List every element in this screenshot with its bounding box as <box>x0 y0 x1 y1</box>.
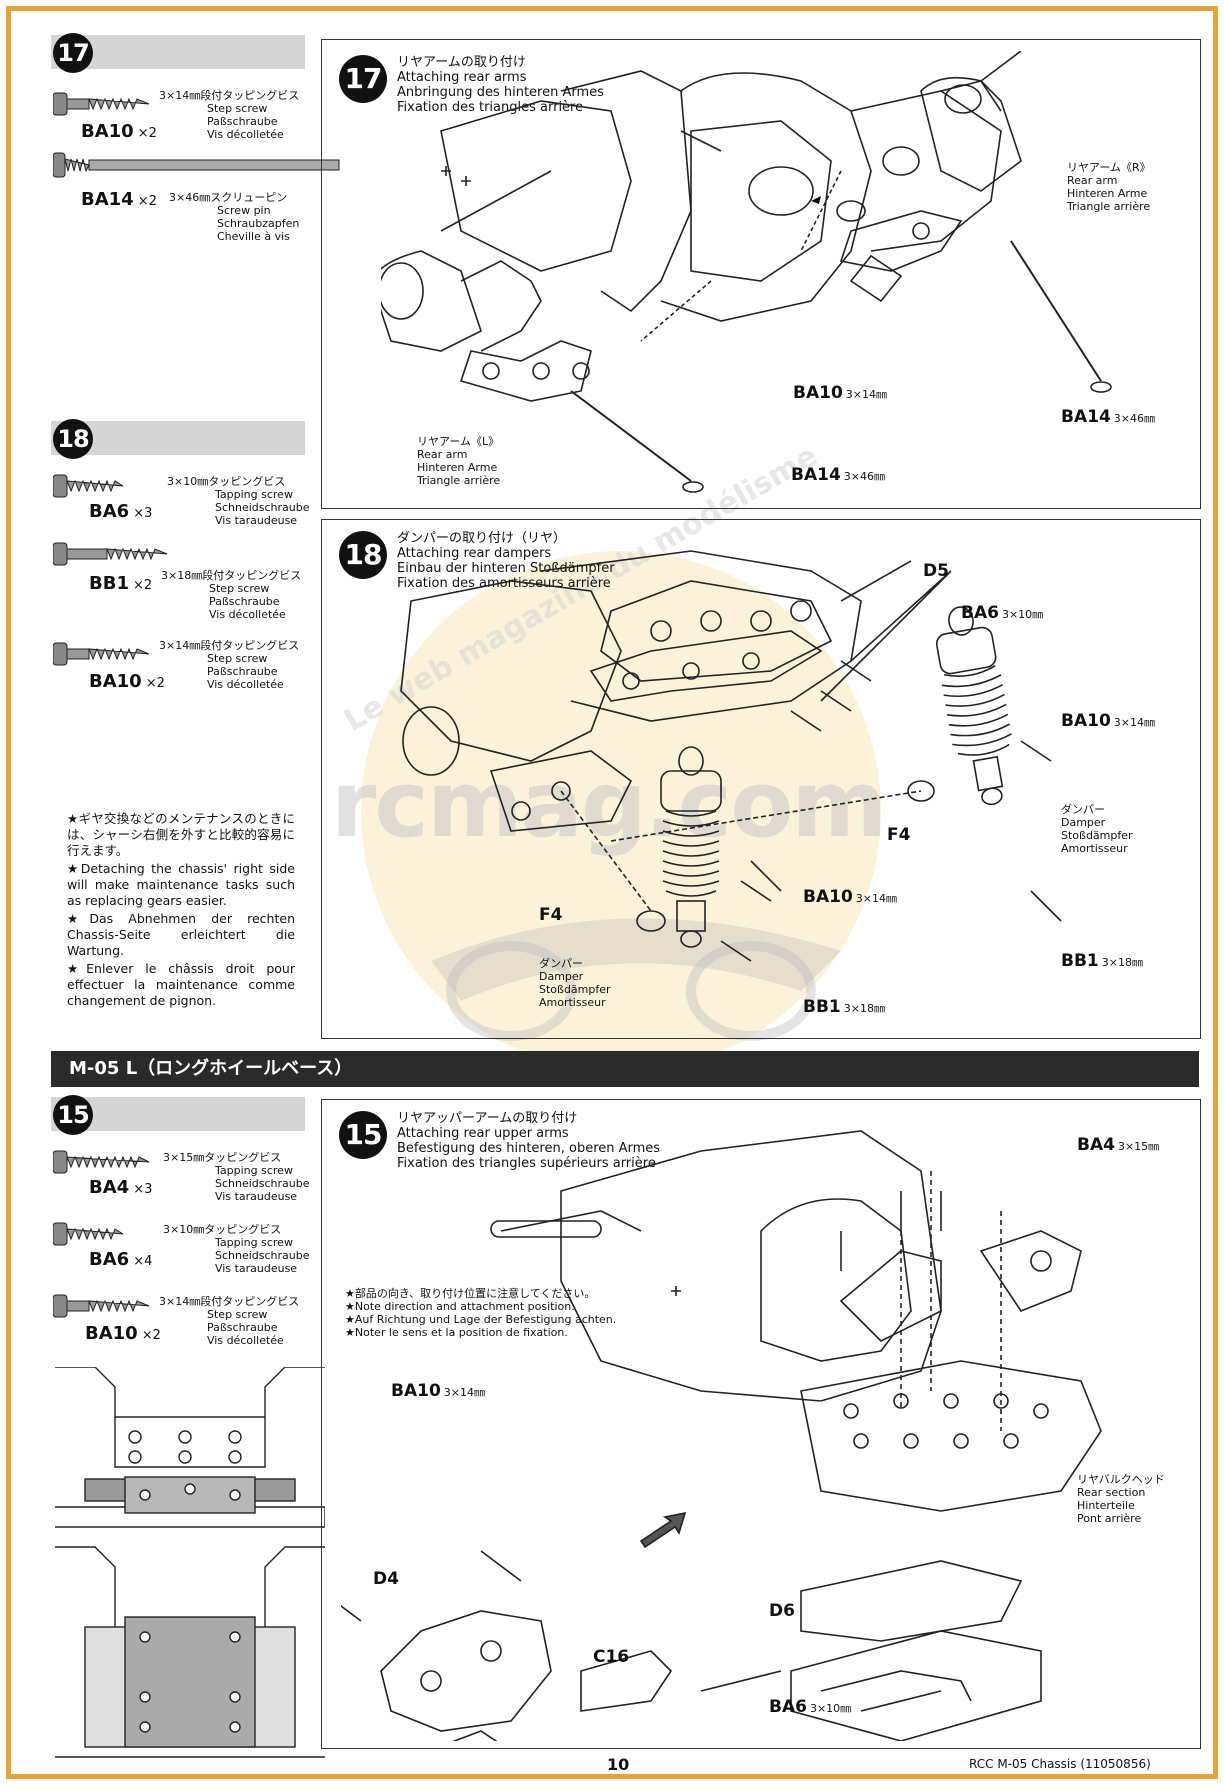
step-screw-ba10-icon-3 <box>53 1294 150 1318</box>
step18-panel-number: 18 <box>339 531 387 579</box>
label-d4: D4 <box>373 1569 399 1589</box>
step17-assembly-diagram <box>381 51 1112 493</box>
step15-caution: ★部品の向き、取り付け位置に注意してください。★Note direction a… <box>345 1287 617 1339</box>
chassis-reference-views <box>55 1367 325 1758</box>
step18-panel <box>321 519 1201 1039</box>
part-bb1: BB1×2 <box>89 573 153 594</box>
part-ba10-18: BA10×2 <box>89 671 165 692</box>
label-d5: D5 <box>923 561 949 581</box>
step15-bar <box>51 1097 305 1131</box>
document-id: RCC M-05 Chassis (11050856) <box>969 1757 1151 1771</box>
step17-panel <box>321 39 1201 509</box>
step-screw-bb1-icon <box>53 542 168 566</box>
part-ba10-15: BA10×2 <box>85 1323 161 1344</box>
step17-bar <box>51 35 305 69</box>
step15-panel-number: 15 <box>339 1111 387 1159</box>
part-ba6-15: BA6×4 <box>89 1249 153 1270</box>
step-screw-ba10-icon-2 <box>53 642 150 666</box>
watermark-logo <box>361 551 881 1071</box>
tapping-screw-ba6-icon <box>53 474 124 498</box>
label-f4-left: F4 <box>539 905 563 925</box>
step15-number: 15 <box>53 1095 93 1135</box>
watermark-text: rcmag.com <box>331 751 887 858</box>
part-ba10: BA10×2 <box>81 121 157 142</box>
label-c16: C16 <box>593 1647 630 1667</box>
label-f4-right: F4 <box>887 825 911 845</box>
step-screw-ba10-icon <box>53 92 150 116</box>
label-d6: D6 <box>769 1601 795 1621</box>
part-ba6: BA6×3 <box>89 501 153 522</box>
screw-pin-ba14-icon <box>53 152 340 178</box>
page-number: 10 <box>607 1755 630 1774</box>
step18-damper-diagram <box>400 550 1062 962</box>
step18-number: 18 <box>53 419 93 459</box>
step15-upper-arm-diagram <box>341 1130 1102 1741</box>
part-ba4: BA4×3 <box>89 1177 153 1198</box>
step18-bar <box>51 421 305 455</box>
tapping-screw-ba4-icon <box>53 1150 150 1174</box>
step17-panel-number: 17 <box>339 55 387 103</box>
maintenance-note: ★ギヤ交換などのメンテナンスのときには、シャーシ右側を外すと比較的容易に行えます… <box>67 811 295 1008</box>
part-ba14: BA14×2 <box>81 189 157 210</box>
section-m05l-bar: M-05 L（ロングホイールベース） <box>51 1051 1199 1087</box>
tapping-screw-ba6-icon-2 <box>53 1222 124 1246</box>
step17-number: 17 <box>53 33 93 73</box>
manual-page: rcmag.com Le web magazine du modélisme 1… <box>6 6 1218 1779</box>
step15-panel <box>321 1099 1201 1749</box>
